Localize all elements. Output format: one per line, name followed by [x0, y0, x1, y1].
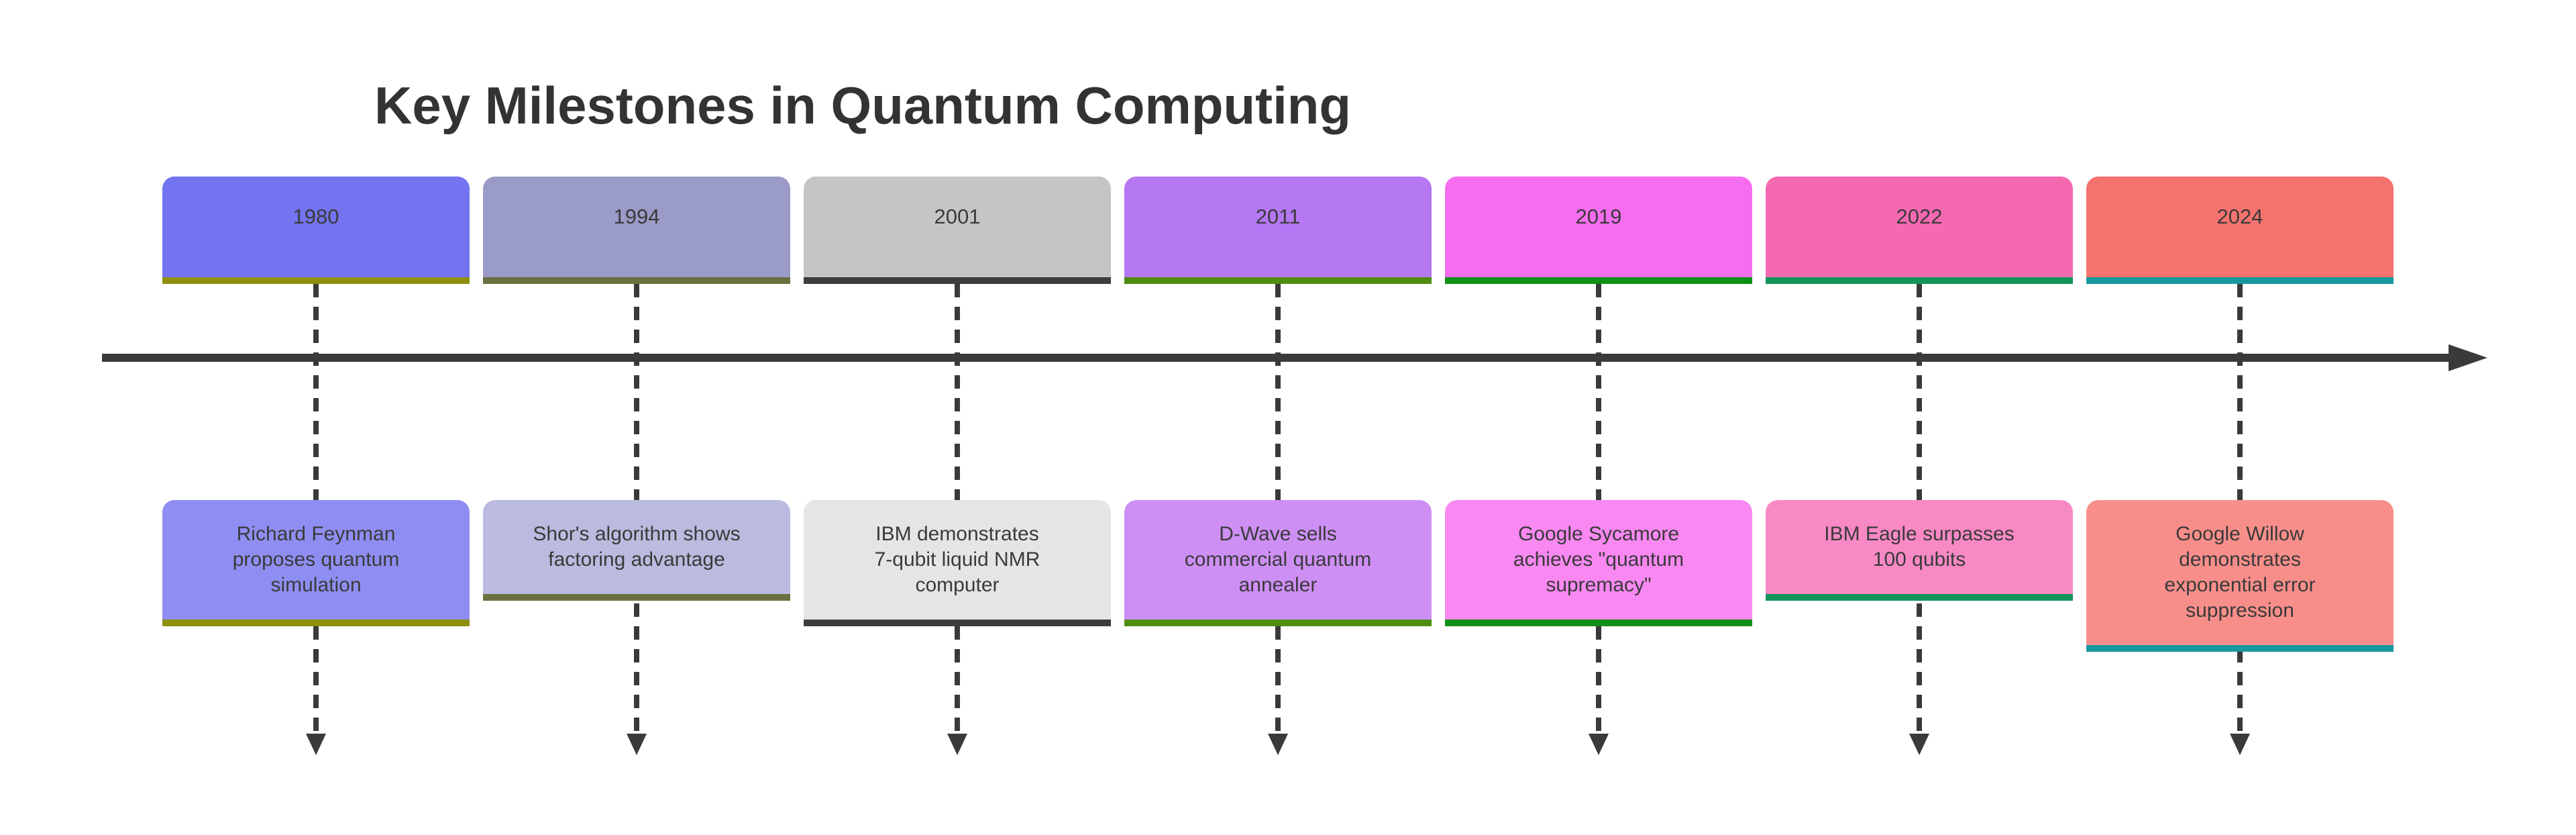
description-box-2011: D-Wave sells commercial quantum annealer — [1124, 500, 1432, 626]
timeline-axis — [102, 354, 2449, 362]
connector-arrowhead-icon-2019 — [1589, 734, 1609, 755]
description-box-2019: Google Sycamore achieves "quantum suprem… — [1445, 500, 1752, 626]
year-box-2022: 2022 — [1766, 177, 2073, 284]
description-box-2022: IBM Eagle surpasses 100 qubits — [1766, 500, 2073, 601]
year-box-2019: 2019 — [1445, 177, 1752, 284]
year-box-2011: 2011 — [1124, 177, 1432, 284]
connector-arrowhead-icon-2011 — [1268, 734, 1288, 755]
description-box-2001: IBM demonstrates 7-qubit liquid NMR comp… — [804, 500, 1111, 626]
connector-arrowhead-icon-2022 — [1909, 734, 1929, 755]
year-box-1994: 1994 — [483, 177, 790, 284]
description-box-1994: Shor's algorithm shows factoring advanta… — [483, 500, 790, 601]
page-title: Key Milestones in Quantum Computing — [374, 76, 1352, 135]
year-box-2024: 2024 — [2086, 177, 2394, 284]
connector-arrowhead-icon-2024 — [2230, 734, 2250, 755]
connector-arrowhead-icon-1994 — [627, 734, 647, 755]
description-row: Richard Feynman proposes quantum simulat… — [162, 500, 2394, 652]
description-box-1980: Richard Feynman proposes quantum simulat… — [162, 500, 470, 626]
timeline-axis-arrowhead-icon — [2449, 344, 2487, 371]
connector-arrowhead-icon-1980 — [306, 734, 326, 755]
year-box-2001: 2001 — [804, 177, 1111, 284]
year-box-1980: 1980 — [162, 177, 470, 284]
description-box-2024: Google Willow demonstrates exponential e… — [2086, 500, 2394, 652]
connector-arrowhead-icon-2001 — [947, 734, 967, 755]
